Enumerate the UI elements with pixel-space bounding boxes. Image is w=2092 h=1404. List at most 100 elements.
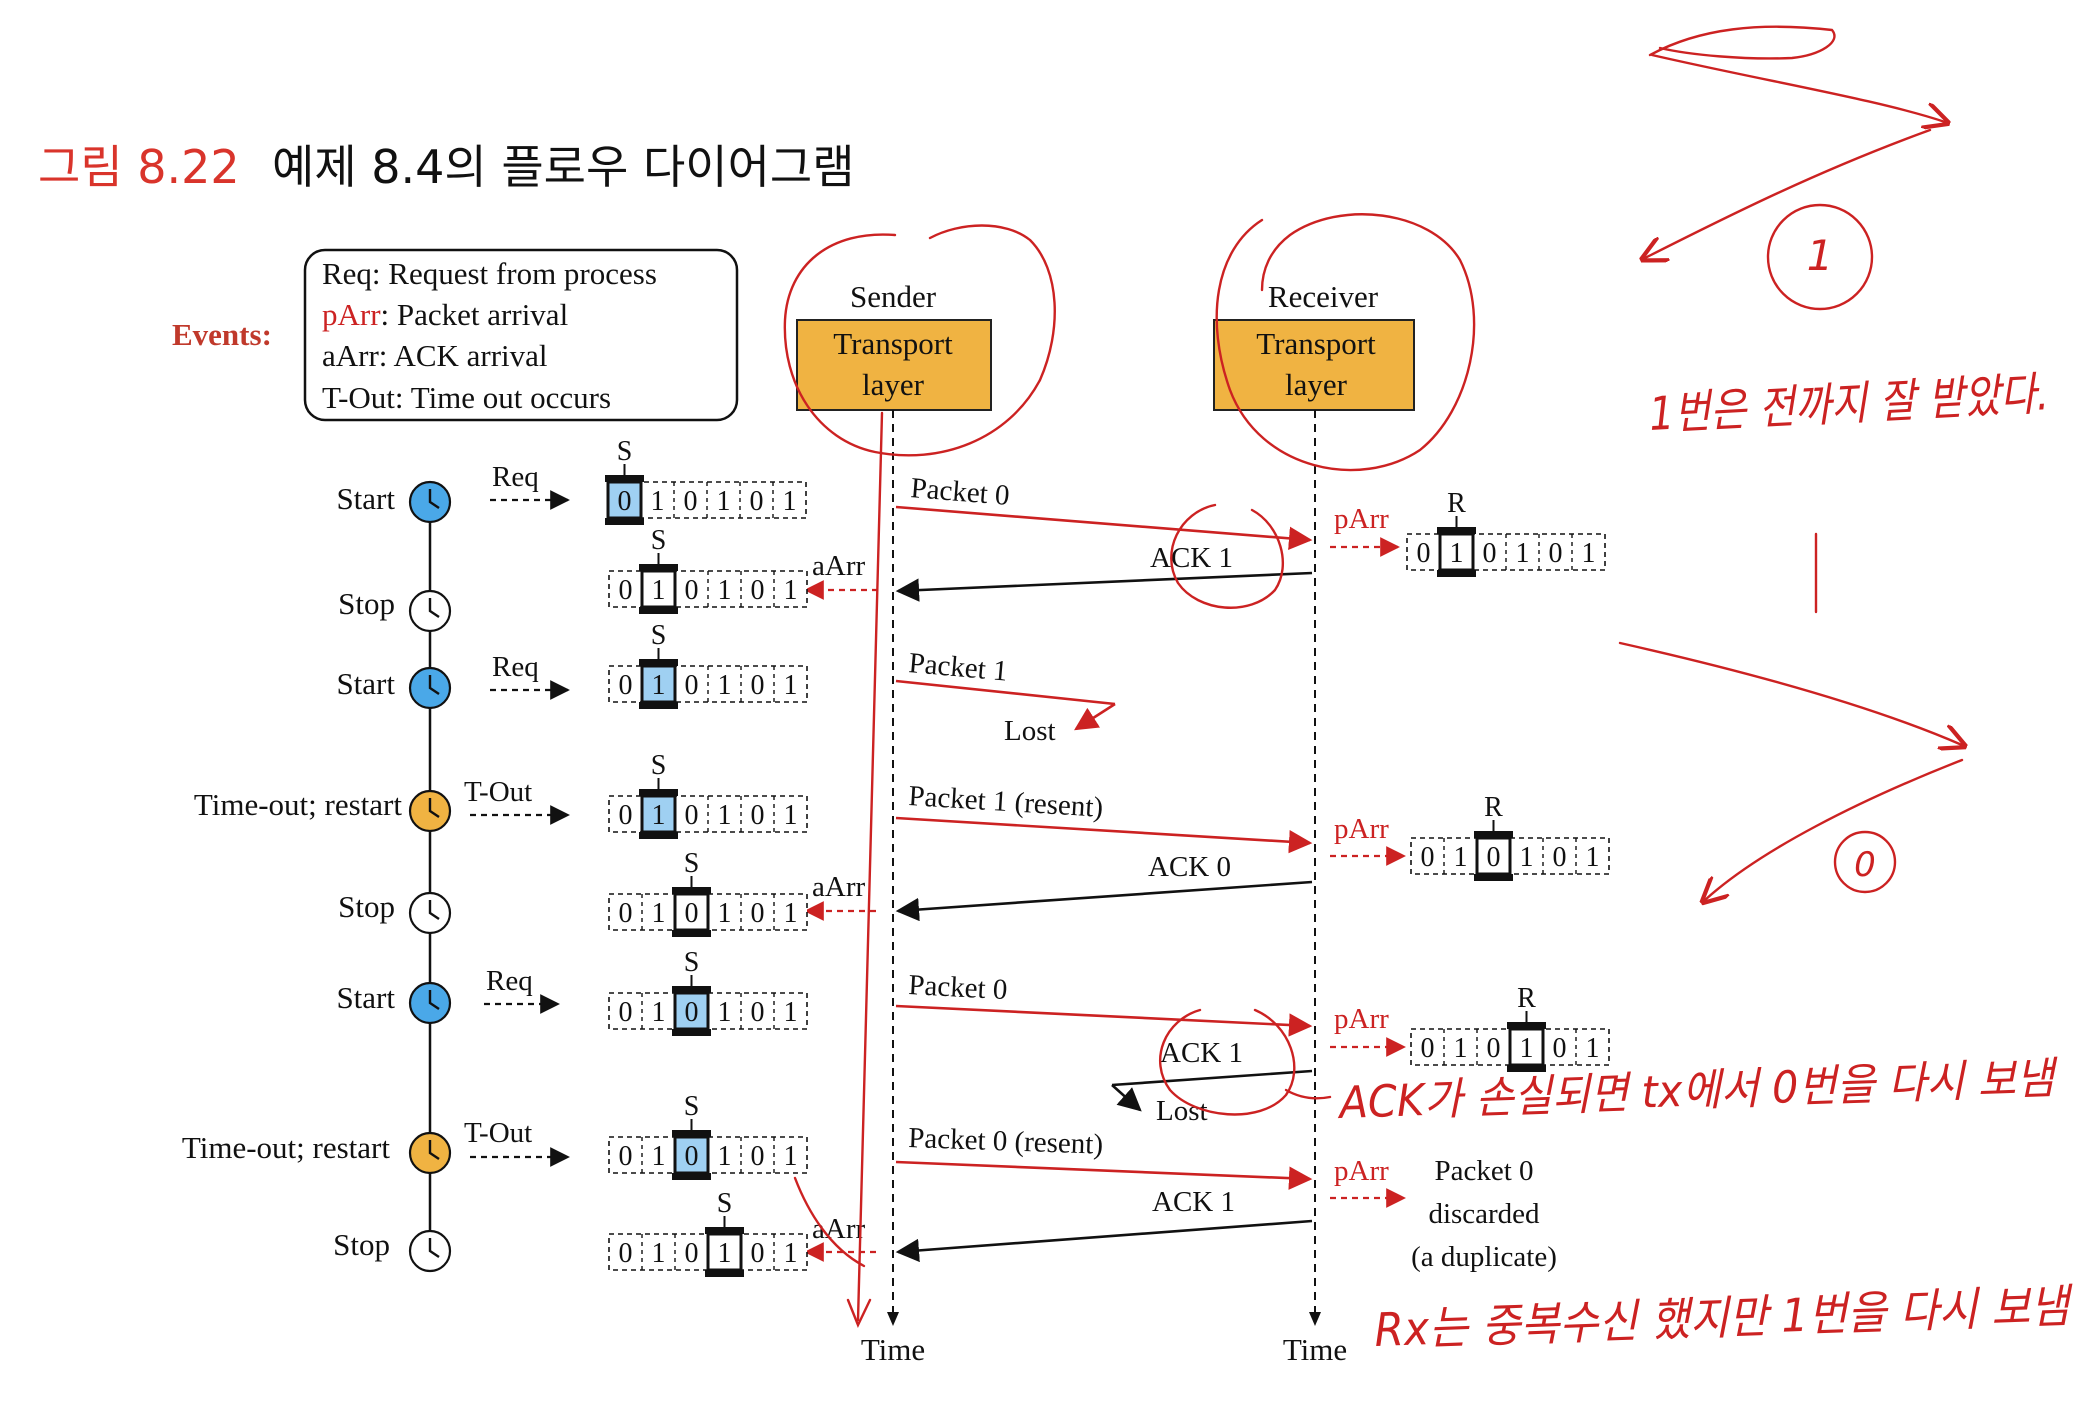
window-seq-number: 0 [619, 997, 633, 1028]
receiver-box-line2: layer [1285, 367, 1348, 402]
clock-icon [408, 480, 452, 524]
window-cap-bottom [1437, 570, 1476, 577]
parr-label-2: pArr [1334, 813, 1389, 845]
window-cap-bottom [672, 930, 711, 937]
packet1-label: Packet 1 [907, 647, 1008, 688]
sender-time-arrowhead [887, 1312, 899, 1326]
window-seq-number: 0 [685, 997, 699, 1028]
window-seq-number: 0 [619, 575, 633, 606]
window-marker-label: S [684, 947, 700, 978]
window-seq-number: 0 [685, 670, 699, 701]
parr-label-4: pArr [1334, 1155, 1389, 1187]
window-seq-number: 0 [1553, 1033, 1567, 1064]
window-marker-label: R [1484, 792, 1503, 823]
arrow-right-bottom-mark [1618, 641, 1962, 745]
ack1-lost-arrow [1111, 1069, 1313, 1087]
window-seq-number: 0 [684, 486, 698, 517]
receiver-title: Receiver [1268, 279, 1379, 314]
timer-label-stop-1: Stop [338, 586, 395, 621]
packet0-label: Packet 0 [909, 472, 1010, 512]
packet0-second-label: Packet 0 [908, 969, 1009, 1006]
events-heading: Events: [172, 317, 272, 352]
swoosh-top-mark [1648, 25, 1836, 60]
timer-column: Start Stop Start Time-out; restart Stop … [182, 481, 432, 1262]
window-seq-number: 0 [751, 1238, 765, 1269]
window-seq-number: 1 [784, 670, 798, 701]
figure-title: 그림 8.22 예제 8.4의 플로우 다이어그램 [38, 140, 855, 194]
parr-arrows: pArr pArr pArr pArr Packet 0 discarded (… [1330, 503, 1557, 1273]
note-link-mark [1284, 1088, 1332, 1100]
window-cap-bottom [605, 518, 644, 525]
sender-header: Sender Transport layer [796, 279, 992, 411]
ack1-lost-hook [1111, 1084, 1142, 1112]
ack1-label-1: ACK 1 [1150, 542, 1233, 574]
window-seq-number: 1 [718, 670, 732, 701]
ack1-circle-mark [1170, 503, 1284, 609]
window-cap-top [639, 659, 678, 666]
note-rx-duplicate: Rx는 중복수신 했지만 1번을 다시 보냄 [1373, 1279, 2074, 1357]
timer-label-start-2: Start [336, 666, 395, 701]
handwritten-annotations [783, 25, 1962, 1328]
window-seq-number: 1 [1454, 1033, 1468, 1064]
window-cap-top [672, 986, 711, 993]
window-seq-number: 1 [784, 1238, 798, 1269]
sender-circle-mark [783, 224, 1056, 457]
ack1-arrow-3 [895, 1219, 1313, 1263]
window-seq-number: 1 [1586, 1033, 1600, 1064]
packet0-arrow [895, 505, 1313, 550]
packet1-resent-label: Packet 1 (resent) [908, 780, 1104, 824]
window-seq-number: 0 [685, 800, 699, 831]
window-seq-number: 1 [717, 486, 731, 517]
window-seq-number: 1 [718, 1141, 732, 1172]
window-marker-label: R [1517, 983, 1536, 1014]
window-seq-number: 1 [718, 997, 732, 1028]
window-seq-number: 1 [784, 1141, 798, 1172]
window-seq-number: 1 [784, 800, 798, 831]
timer-label-start-3: Start [336, 980, 395, 1015]
ack1-label-3: ACK 1 [1152, 1186, 1235, 1218]
window-seq-number: 0 [1421, 842, 1435, 873]
circled-zero-mark [1833, 830, 1897, 894]
arrow-left-top-mark [1645, 128, 1932, 258]
timer-label-timeout-1: Time-out; restart [194, 787, 402, 822]
figure-caption: 예제 8.4의 플로우 다이어그램 [272, 140, 855, 194]
window-cap-top [672, 887, 711, 894]
discarded-line-1: Packet 0 [1434, 1155, 1533, 1187]
window-marker-label: S [684, 1091, 700, 1122]
receiver-transport-box [1213, 319, 1415, 411]
req-label-2: Req [492, 651, 539, 683]
figure-number: 그림 8.22 [38, 140, 240, 194]
window-cap-top [639, 789, 678, 796]
parr-label-1: pArr [1334, 503, 1389, 535]
aarr-label-2: aArr [812, 871, 865, 903]
aarr-label-3: aArr [812, 1213, 865, 1245]
timer-clocks [408, 480, 452, 1273]
receiver-circle-mark [1215, 213, 1476, 472]
sender-time-label: Time [861, 1332, 925, 1367]
window-seq-number: 1 [784, 575, 798, 606]
req-label-3: Req [486, 965, 533, 997]
lost-label-1: Lost [1004, 715, 1056, 747]
circled-zero-text: 0 [1854, 845, 1876, 885]
window-marker-label: S [651, 525, 667, 556]
legend-req: Req: Request from process [322, 256, 657, 291]
window-seq-number: 0 [751, 800, 765, 831]
window-seq-number: 1 [1520, 1033, 1534, 1064]
window-seq-number: 1 [652, 575, 666, 606]
window-seq-number: 1 [718, 800, 732, 831]
legend-parr: pArr: Packet arrival [322, 297, 568, 332]
timelines: Time Time [861, 410, 1347, 1367]
aarr-label-1: aArr [812, 550, 865, 582]
tout-label-1: T-Out [464, 776, 532, 808]
window-seq-number: 0 [751, 997, 765, 1028]
window-seq-number: 0 [619, 670, 633, 701]
window-seq-number: 1 [718, 1238, 732, 1269]
window-seq-number: 1 [1516, 538, 1530, 569]
parr-label-3: pArr [1334, 1003, 1389, 1035]
packet0-second-arrow [895, 1004, 1313, 1037]
window-marker-label: S [651, 750, 667, 781]
